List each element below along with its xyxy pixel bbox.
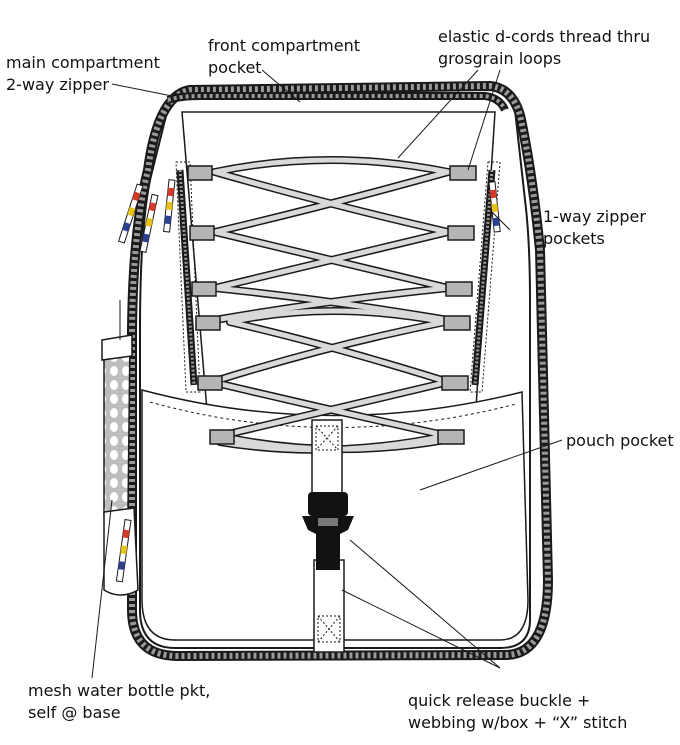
left-zipper-pocket (175, 161, 201, 393)
label-pouch-pocket: pouch pocket (566, 430, 674, 452)
webbing-strap (311, 419, 345, 653)
label-elastic-cords: elastic d-cords thread thru grosgrain lo… (438, 26, 650, 70)
label-buckle: quick release buckle + webbing w/box + “… (408, 690, 627, 734)
label-line: elastic d-cords thread thru (438, 27, 651, 46)
label-line: quick release buckle + (408, 691, 591, 710)
front-pocket-zipper (166, 92, 509, 112)
label-mesh-bottle: mesh water bottle pkt, self @ base (28, 680, 210, 724)
right-zipper-pocket (469, 161, 501, 393)
leader-lines (91, 69, 563, 679)
buckle-icon (302, 492, 354, 570)
label-line: mesh water bottle pkt, (28, 681, 211, 700)
label-line: front compartment (208, 36, 360, 55)
label-line: 2-way zipper (6, 75, 109, 94)
label-line: main compartment (6, 53, 160, 72)
label-line: self @ base (28, 703, 121, 722)
label-line: pouch pocket (566, 431, 674, 450)
label-line: pockets (543, 229, 605, 248)
label-line: grosgrain loops (438, 49, 562, 68)
label-zipper-pockets: 1-way zipper pockets (543, 206, 646, 250)
zipper-pull-icon (115, 179, 501, 583)
label-line: webbing w/box + “X” stitch (408, 713, 628, 732)
label-line: pocket (208, 58, 262, 77)
main-zipper-track (127, 80, 554, 662)
grosgrain-loops (187, 165, 477, 445)
elastic-cords (208, 156, 452, 454)
x-stitch-box-icon (315, 425, 341, 643)
label-front-pocket: front compartment pocket (208, 35, 360, 79)
label-line: 1-way zipper (543, 207, 646, 226)
label-main-zipper: main compartment 2-way zipper (6, 52, 160, 96)
